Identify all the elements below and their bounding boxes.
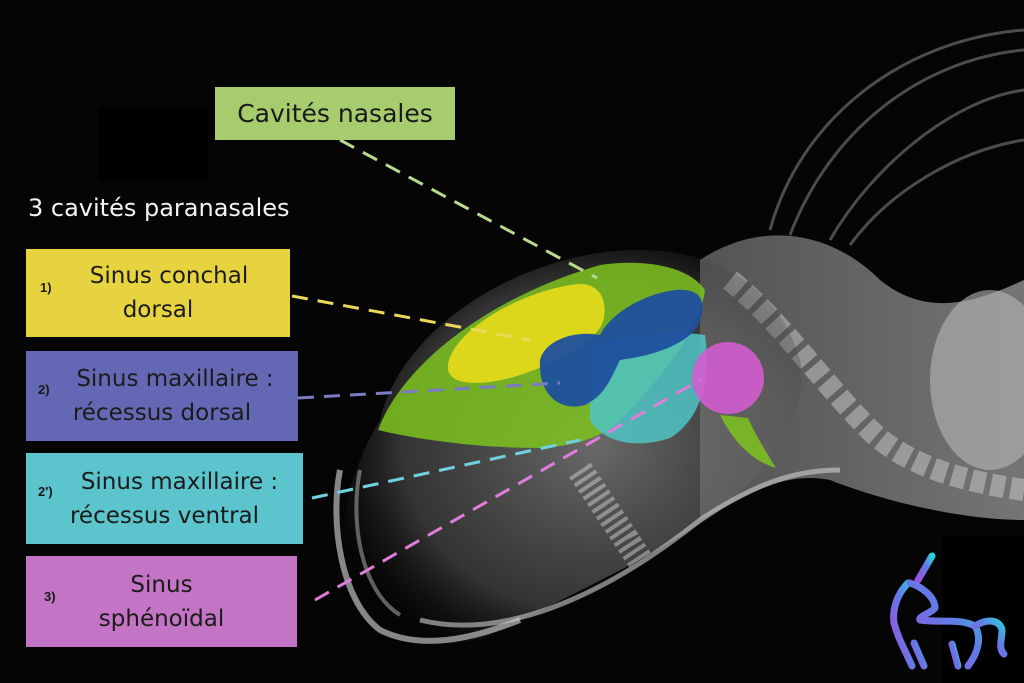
leader-max-ventral	[311, 438, 581, 500]
leader-max-dorsal	[297, 381, 561, 400]
overlay-conchal-dorsal	[447, 283, 605, 384]
label-line1: Sinus maxillaire :	[76, 366, 274, 392]
leader-conchal	[291, 294, 531, 342]
overlay-nasal-tail	[720, 415, 776, 468]
sinus-overlays	[378, 262, 776, 468]
label-line2: dorsal	[122, 297, 194, 323]
unicorn-logo-icon	[890, 552, 1008, 670]
label-line1: Sinus conchal	[89, 263, 249, 289]
leader-nasal	[339, 138, 598, 280]
leader-lines	[291, 138, 701, 602]
label-sinus-conchal-dorsal: 1) Sinus conchal dorsal	[26, 249, 290, 337]
ear-outlines	[768, 28, 1024, 246]
label-number: 2)	[38, 382, 50, 397]
nasal-cavities-label: Cavités nasales	[215, 87, 455, 140]
neck-body	[700, 235, 1024, 520]
label-number: 2')	[38, 484, 53, 499]
label-sinus-sphenoid: 3) Sinus sphénoïdal	[26, 556, 297, 647]
label-line2: sphénoïdal	[98, 605, 225, 632]
label-sinus-maxillary-ventral: 2') Sinus maxillaire : récessus ventral	[26, 453, 303, 544]
redaction-box	[98, 107, 208, 180]
paranasal-heading: 3 cavités paranasales	[28, 194, 290, 222]
overlay-sphenoid	[692, 342, 764, 414]
label-number: 3)	[44, 589, 56, 604]
label-line1: Sinus maxillaire :	[80, 468, 279, 495]
label-sinus-maxillary-dorsal: 2) Sinus maxillaire : récessus dorsal	[26, 351, 298, 441]
overlay-maxillary-dorsal	[539, 289, 703, 407]
label-line1: Sinus	[130, 571, 193, 598]
label-line2: récessus ventral	[69, 502, 260, 529]
label-number: 1)	[40, 280, 52, 295]
nasal-cavities-text: Cavités nasales	[237, 99, 433, 128]
label-line2: récessus dorsal	[72, 400, 252, 426]
leader-sphenoid	[314, 378, 701, 602]
